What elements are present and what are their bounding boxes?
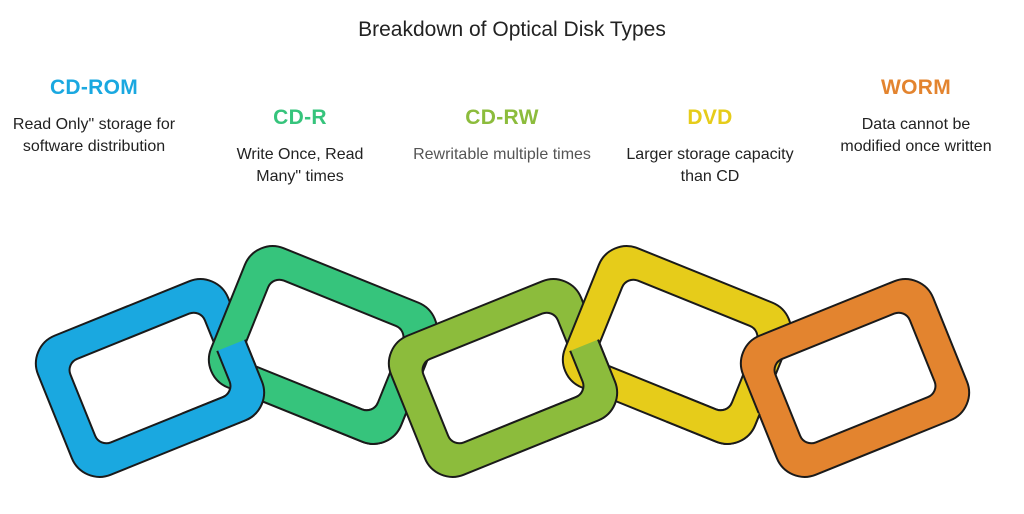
- item-cd-rw: CD-RW Rewritable multiple times: [410, 106, 594, 166]
- item-dvd: DVD Larger storage capacity than CD: [620, 106, 800, 188]
- item-label: DVD: [687, 106, 733, 129]
- chain-link-cd-r-overlap: [284, 383, 439, 445]
- diagram-title: Breakdown of Optical Disk Types: [358, 18, 666, 41]
- item-label: CD-R: [273, 106, 327, 129]
- item-description: Rewritable multiple times: [413, 146, 591, 163]
- item-label: CD-ROM: [49, 76, 139, 99]
- chain-link-cd-rom-overlap: [165, 319, 266, 478]
- item-label: WORM: [880, 76, 951, 99]
- chain-link-dvd-overlap: [637, 382, 793, 445]
- item-description: Data cannot be modified once written: [840, 116, 992, 155]
- item-description: Write Once, Read Many" times: [236, 146, 364, 185]
- item-description: Larger storage capacity than CD: [626, 146, 794, 185]
- item-cd-rom: CD-ROM Read Only" storage for software d…: [2, 76, 186, 158]
- item-label: CD-RW: [465, 106, 539, 129]
- item-worm: WORM Data cannot be modified once writte…: [832, 76, 1000, 158]
- chain-links: [34, 245, 971, 478]
- item-description: Read Only" storage for software distribu…: [12, 116, 176, 155]
- chain-link-worm: [739, 278, 971, 478]
- chain-link-cd-rw-overlap: [518, 319, 619, 478]
- item-cd-r: CD-R Write Once, Read Many" times: [212, 106, 388, 188]
- chain-link-overlaps: [165, 319, 793, 478]
